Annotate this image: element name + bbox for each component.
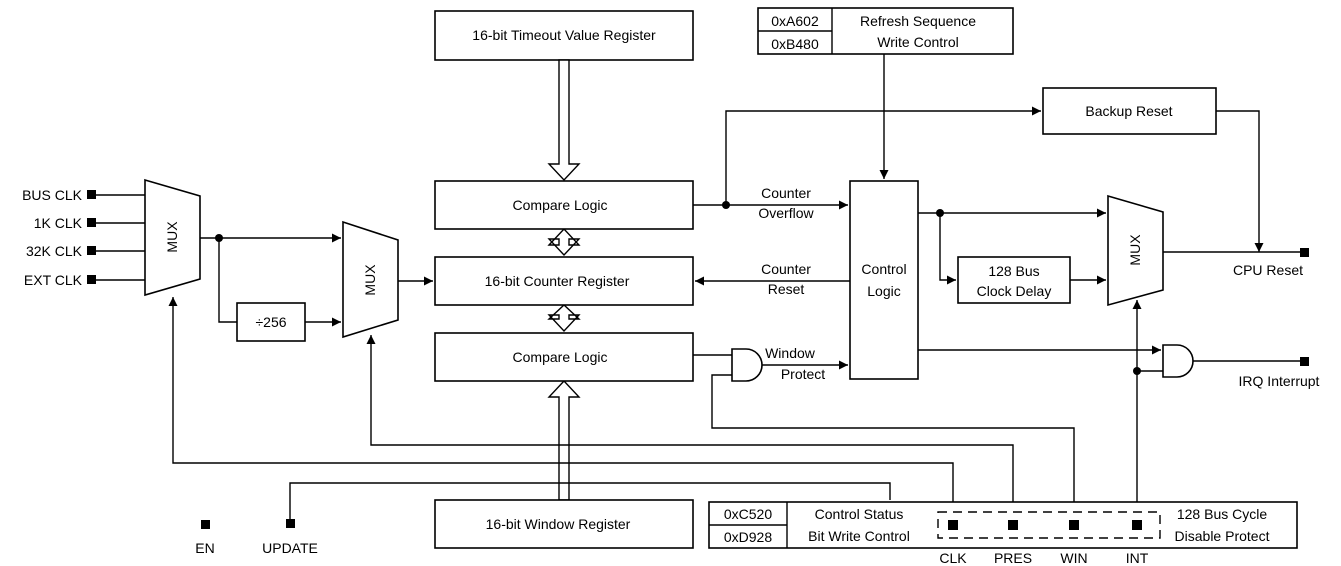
counter-overflow-label-2: Overflow [758, 205, 814, 221]
counter-reset-label-1: Counter [761, 261, 811, 277]
divider-label: ÷256 [255, 314, 286, 330]
refresh-code-1: 0xA602 [771, 13, 819, 29]
compare-logic-bottom-label: Compare Logic [513, 349, 608, 365]
prescaler-mux-label: MUX [362, 264, 378, 296]
divider-block: ÷256 [236, 302, 306, 342]
bit-win: WIN [1060, 520, 1088, 566]
control-status-label-2: Bit Write Control [808, 528, 910, 544]
clock-inputs: BUS CLK 1K CLK 32K CLK EXT CLK [22, 187, 145, 288]
irq-interrupt-label: IRQ Interrupt [1239, 373, 1320, 389]
signal-wires [168, 54, 1309, 524]
timeout-bus [547, 59, 581, 182]
en-label: EN [195, 540, 214, 556]
update-pin: UPDATE [262, 519, 318, 556]
en-pin: EN [195, 520, 215, 556]
bit-pres: PRES [994, 520, 1032, 566]
window-register: 16-bit Window Register [434, 499, 694, 549]
disable-protect-label-1: 128 Bus Cycle [1177, 506, 1267, 522]
counter-overflow-label-1: Counter [761, 185, 811, 201]
control-logic-label-2: Logic [867, 283, 900, 299]
window-register-label: 16-bit Window Register [486, 516, 631, 532]
bit-clk: CLK [939, 520, 967, 566]
control-status-code-2: 0xD928 [724, 529, 772, 545]
window-bus [547, 379, 581, 501]
bit-clk-label: CLK [939, 550, 967, 566]
timeout-register-label: 16-bit Timeout Value Register [472, 27, 656, 43]
compare-logic-bottom: Compare Logic [434, 332, 694, 382]
control-status-code-1: 0xC520 [724, 506, 772, 522]
input-32k-clk: 32K CLK [26, 243, 145, 259]
compare-logic-top: Compare Logic [434, 180, 694, 230]
timeout-value-register: 16-bit Timeout Value Register [434, 10, 694, 61]
input-label-1k-clk: 1K CLK [34, 215, 83, 231]
input-label-ext-clk: EXT CLK [24, 272, 83, 288]
input-ext-clk: EXT CLK [24, 272, 145, 288]
window-protect-label-1: Window [765, 345, 816, 361]
window-and-gate [731, 348, 763, 382]
cpu-reset-label: CPU Reset [1233, 262, 1303, 278]
counter-register: 16-bit Counter Register [434, 256, 694, 306]
counter-compare-bus-bottom [547, 304, 581, 333]
input-mux: MUX [144, 178, 201, 297]
bit-int: INT [1126, 520, 1149, 566]
input-bus-clk: BUS CLK [22, 187, 145, 203]
window-protect-label-2: Protect [781, 366, 825, 382]
delay-label-2: Clock Delay [977, 283, 1052, 299]
counter-register-label: 16-bit Counter Register [485, 273, 630, 289]
reset-mux: MUX [1107, 194, 1164, 307]
control-status-label-1: Control Status [815, 506, 904, 522]
control-logic-block: Control Logic [849, 180, 919, 380]
backup-reset-block: Backup Reset [1042, 87, 1217, 135]
bit-pres-label: PRES [994, 550, 1032, 566]
signal-labels: Counter Overflow Counter Reset Window Pr… [758, 185, 1319, 389]
delay-label-1: 128 Bus [988, 263, 1039, 279]
reset-mux-label: MUX [1127, 234, 1143, 266]
compare-counter-bus-top [547, 227, 581, 257]
disable-protect-label-2: Disable Protect [1175, 528, 1270, 544]
input-mux-label: MUX [164, 221, 180, 253]
irq-and-gate [1162, 344, 1194, 378]
input-label-32k-clk: 32K CLK [26, 243, 83, 259]
backup-reset-label: Backup Reset [1085, 103, 1172, 119]
input-1k-clk: 1K CLK [34, 215, 145, 231]
refresh-label-2: Write Control [877, 34, 958, 50]
control-bits: CLK PRES WIN INT [939, 520, 1149, 566]
bit-win-label: WIN [1060, 550, 1087, 566]
bit-int-label: INT [1126, 550, 1149, 566]
counter-reset-label-2: Reset [768, 281, 805, 297]
update-label: UPDATE [262, 540, 318, 556]
compare-logic-top-label: Compare Logic [513, 197, 608, 213]
refresh-sequence-write-control: 0xA602 0xB480 Refresh Sequence Write Con… [757, 7, 1014, 55]
clock-delay-block: 128 Bus Clock Delay [957, 256, 1071, 304]
refresh-label-1: Refresh Sequence [860, 13, 976, 29]
control-logic-label-1: Control [861, 261, 906, 277]
prescaler-mux: MUX [342, 220, 399, 339]
refresh-code-2: 0xB480 [771, 36, 819, 52]
input-label-bus-clk: BUS CLK [22, 187, 83, 203]
control-status-register: 0xC520 0xD928 Control Status Bit Write C… [708, 501, 1298, 549]
